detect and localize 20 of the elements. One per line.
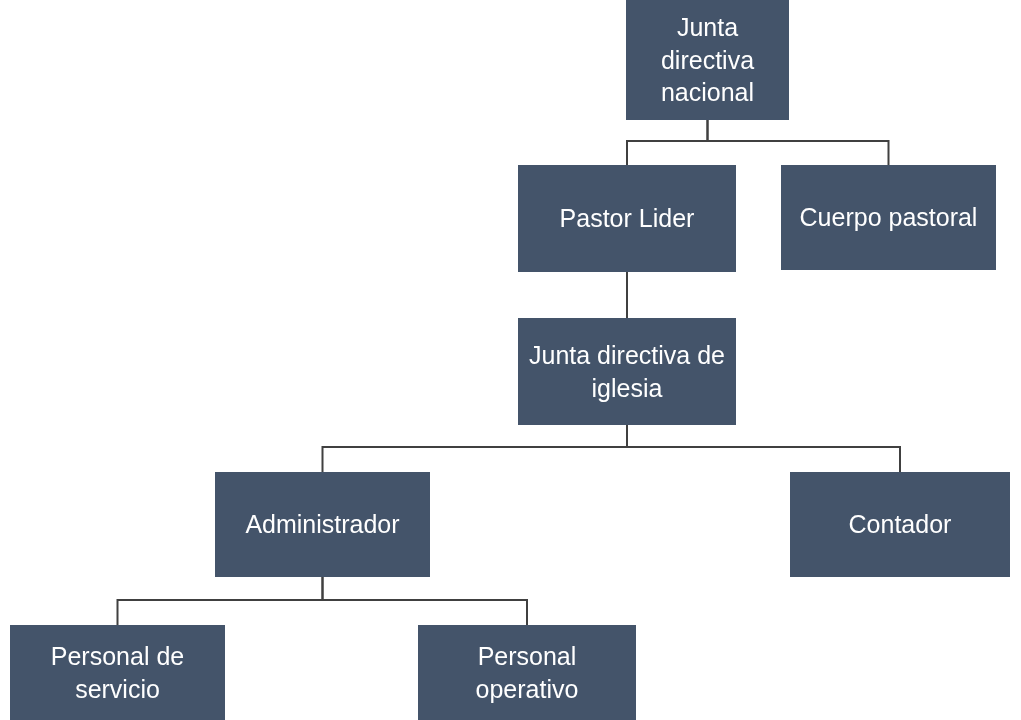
box-label: Cuerpo pastoral [799,202,978,234]
org-box [518,318,736,425]
box-label: Junta directiva de iglesia [528,340,726,404]
box-label: Pastor Lider [559,203,695,235]
box-label: Junta directiva nacional [659,12,756,109]
connector-line [706,119,890,166]
connector-line [626,424,901,473]
connector-line [626,271,628,319]
connector-line [321,576,528,626]
org-box [10,625,225,720]
box-label: Personal de servicio [49,641,186,705]
box-label: Personal operativo [474,641,580,705]
org-box [418,625,636,720]
box-label: Administrador [245,509,400,541]
org-box [626,0,789,120]
org-box [215,472,430,577]
box-label: Contador [848,509,952,541]
org-box [790,472,1010,577]
org-box [518,165,736,272]
org-box [781,165,996,270]
